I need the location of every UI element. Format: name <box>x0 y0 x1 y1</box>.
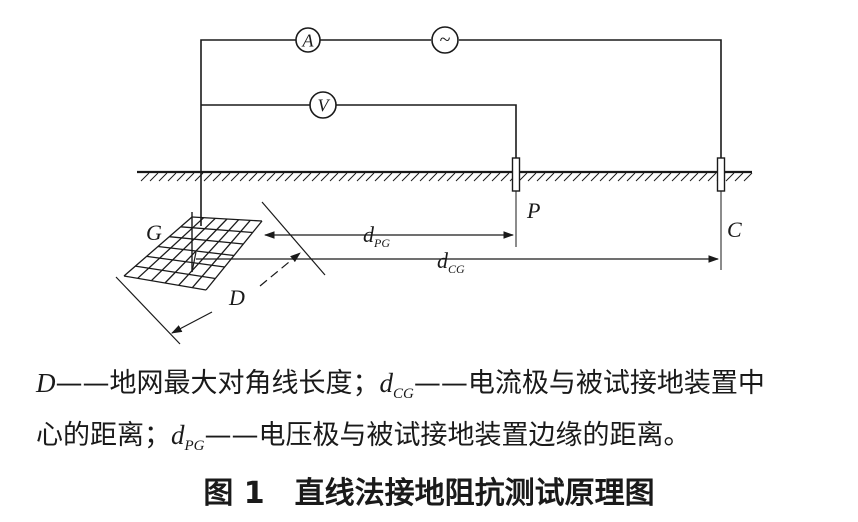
legend-dpg-subscript: PG <box>184 438 205 454</box>
diagram-canvas: A ~ V G P C D <box>115 26 753 345</box>
current-probe-label: C <box>727 217 742 242</box>
dcg-label: dCG <box>437 248 465 276</box>
ac-source-symbol: ~ <box>440 29 451 51</box>
legend-dcg-continuation: 心的距离； <box>36 420 171 451</box>
current-electrode <box>716 157 726 270</box>
figure-title: 直线法接地阻抗测试原理图 <box>294 476 655 511</box>
grid-label: G <box>146 220 162 245</box>
legend-dcg-symbol: d <box>379 368 394 398</box>
potential-electrode <box>511 157 521 247</box>
figure-number: 图 1 <box>203 476 265 511</box>
potential-probe-label: P <box>526 198 540 223</box>
dpg-label-sub: PG <box>373 236 390 250</box>
dpg-label-base: d <box>363 222 375 247</box>
legend-dcg-description: ——电流极与被试接地装置中 <box>413 368 765 399</box>
legend-line-2: 心的距离；dPG——电压极与被试接地装置边缘的距离。 <box>36 418 691 463</box>
voltmeter: V <box>309 91 337 119</box>
legend-line-1: D——地网最大对角线长度；dCG——电流极与被试接地装置中 <box>36 366 765 411</box>
grounding-grid <box>123 212 263 291</box>
diagonal-label: D <box>228 285 245 310</box>
voltmeter-label: V <box>318 96 331 116</box>
legend-d-description: ——地网最大对角线长度； <box>55 368 380 399</box>
dcg-label-base: d <box>437 248 449 273</box>
legend-d-symbol: D <box>36 368 56 398</box>
ammeter-label: A <box>302 31 315 51</box>
legend-dpg-symbol: d <box>171 420 185 450</box>
ground-surface <box>137 170 753 182</box>
dpg-label: dPG <box>363 222 390 250</box>
ammeter: A <box>295 27 321 53</box>
figure-caption: 图 1 直线法接地阻抗测试原理图 <box>0 474 858 514</box>
ac-source: ~ <box>431 26 459 54</box>
legend-dcg-subscript: CG <box>393 386 414 402</box>
outer-circuit-wire <box>200 39 296 226</box>
dcg-label-sub: CG <box>448 262 465 276</box>
circuit-wires <box>200 39 722 226</box>
legend-dpg-description: ——电压极与被试接地装置边缘的距离。 <box>204 420 691 451</box>
